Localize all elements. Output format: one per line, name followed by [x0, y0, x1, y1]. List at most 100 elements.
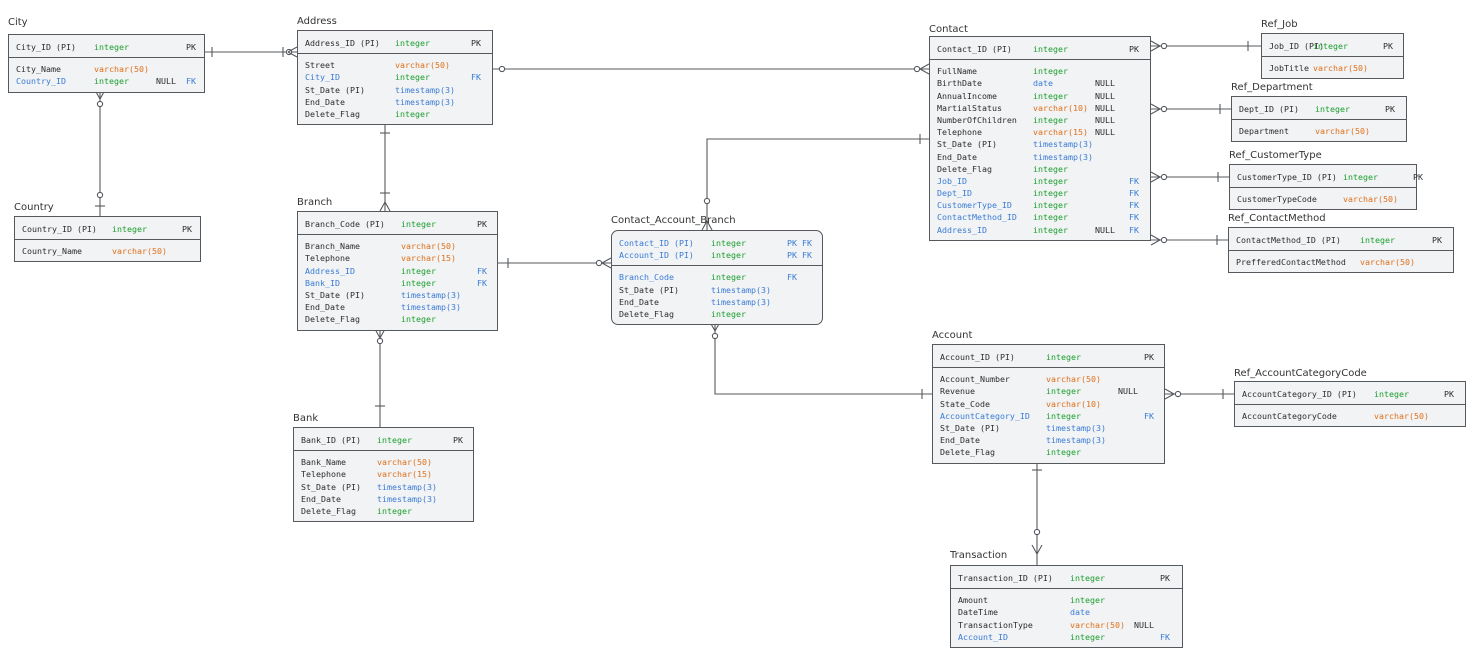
entity-ref-department-title: Ref_Department — [1231, 82, 1313, 93]
crow-foot-marker — [1150, 45, 1161, 52]
entity-account-column-st-date-pi[interactable]: St_Date (PI)timestamp(3) — [940, 422, 1157, 434]
entity-branch-column-st-date-pi[interactable]: St_Date (PI)timestamp(3) — [305, 289, 490, 301]
entity-bank-column-st-date-pi[interactable]: St_Date (PI)timestamp(3) — [301, 481, 466, 493]
column-name: City_ID — [305, 72, 340, 83]
column-null: NULL — [1095, 78, 1115, 89]
entity-address-column-st-date-pi[interactable]: St_Date (PI)timestamp(3) — [305, 84, 485, 96]
column-type: timestamp(3) — [1046, 422, 1106, 433]
crow-foot-marker — [1164, 388, 1175, 395]
entity-contact-account-branch-column-st-date-pi[interactable]: St_Date (PI)timestamp(3) — [619, 284, 815, 296]
column-name: Job_ID — [937, 175, 967, 186]
column-type: varchar(15) — [401, 253, 456, 264]
column-type: integer — [1046, 386, 1081, 397]
entity-contact-account-branch-title: Contact_Account_Branch — [611, 215, 736, 226]
entity-account-title: Account — [932, 330, 973, 341]
column-name: CustomerType_ID (PI) — [1237, 172, 1337, 182]
entity-contact-column-st-date-pi[interactable]: St_Date (PI)timestamp(3) — [937, 138, 1143, 150]
column-name: St_Date (PI) — [301, 481, 361, 492]
column-type: integer — [112, 224, 147, 234]
crow-foot-marker — [1150, 40, 1161, 47]
link-contact-cab — [706, 138, 929, 230]
column-name: CustomerType_ID — [937, 200, 1012, 211]
